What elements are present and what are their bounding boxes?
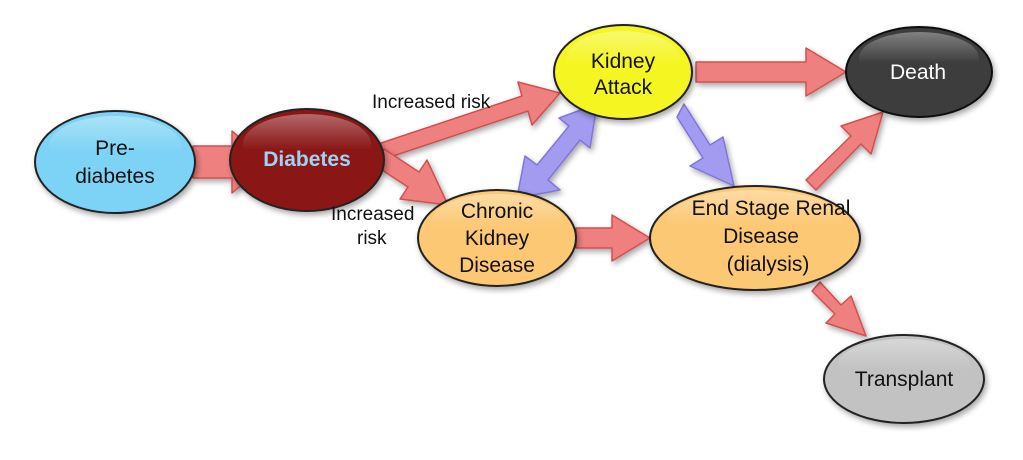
node-ckd-line1: Chronic [461, 200, 533, 223]
node-prediabetes-line2: diabetes [75, 165, 154, 188]
node-kidney-attack-line1: Kidney [591, 50, 656, 73]
node-ckd-line2: Kidney [465, 227, 530, 250]
arrow-esrd-to-transplant [811, 281, 867, 337]
node-end-stage-renal-disease: End Stage Renal Disease (dialysis) [649, 185, 861, 291]
node-death-label: Death [890, 61, 946, 84]
node-kidney-attack: Kidney Attack [553, 24, 693, 120]
edge-label-increased-risk-top: Increased risk [372, 92, 491, 113]
node-diabetes: Diabetes [229, 108, 385, 212]
edge-label-increased-risk-bottom-line1: Increased [331, 204, 414, 225]
node-esrd-line3: (dialysis) [727, 253, 810, 276]
node-diabetes-label: Diabetes [263, 148, 351, 171]
node-esrd-line2: Disease [723, 225, 799, 248]
node-transplant-label: Transplant [855, 368, 954, 391]
arrow-kidney-attack-to-esrd [676, 103, 735, 187]
edge-label-increased-risk-bottom-line2: risk [357, 228, 387, 249]
node-esrd-line1: End Stage Renal [692, 197, 851, 220]
node-transplant: Transplant [823, 334, 985, 424]
arrow-esrd-to-death [805, 111, 884, 191]
node-chronic-kidney-disease: Chronic Kidney Disease [417, 189, 577, 287]
node-death: Death [845, 26, 993, 118]
node-prediabetes-line1: Pre- [95, 137, 135, 160]
arrow-diabetes-to-kidney-attack [371, 81, 561, 162]
node-prediabetes: Pre- diabetes [34, 110, 196, 214]
node-ckd-line3: Disease [459, 254, 535, 277]
arrow-kidney-attack-ckd-bidirectional [516, 103, 598, 199]
arrow-ckd-to-esrd [575, 214, 651, 262]
arrow-kidney-attack-to-death [695, 47, 847, 97]
node-kidney-attack-line2: Attack [594, 76, 653, 99]
